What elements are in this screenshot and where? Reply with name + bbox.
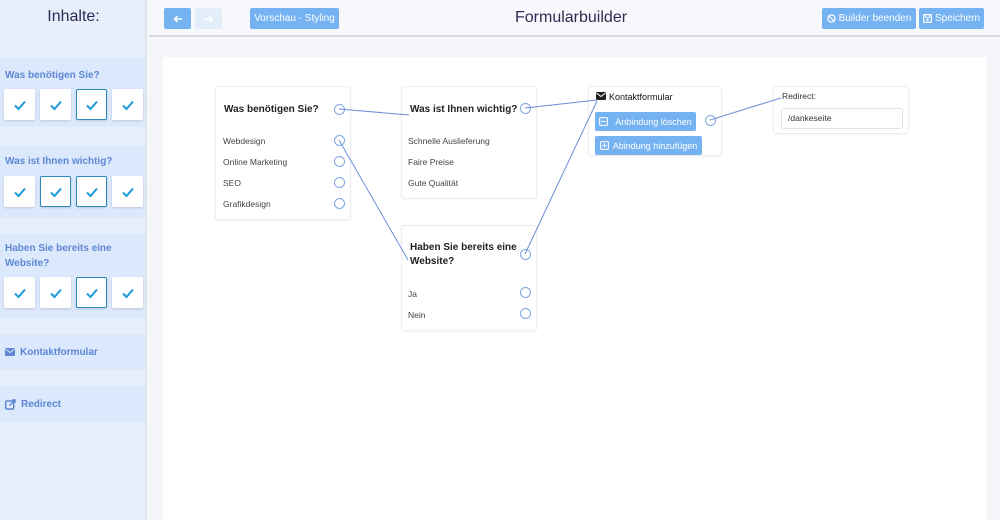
section-label: Haben Sie bereits eine Website?: [5, 243, 112, 269]
choice-checkbox-4[interactable]: [112, 89, 143, 120]
check-icon: [49, 187, 62, 197]
option-label: Gute Qualität: [408, 178, 459, 188]
sidebar-section-website[interactable]: Haben Sie bereits eine Website?: [0, 233, 145, 318]
choice-checkbox-2[interactable]: [40, 176, 71, 207]
sidebar: Inhalte: Was benötigen Sie? Was ist Ihne…: [0, 0, 147, 520]
ban-icon: [826, 14, 836, 23]
option-connector[interactable]: [334, 156, 345, 167]
choice-checkbox-2[interactable]: [40, 89, 71, 120]
exit-builder-button[interactable]: Builder beenden: [822, 8, 916, 29]
check-icon: [49, 288, 62, 298]
section-label: Was benötigen Sie?: [5, 70, 100, 81]
sidebar-item-label: Redirect: [21, 398, 62, 410]
option-connector[interactable]: [334, 198, 345, 209]
remove-binding-label: Anbindung löschen: [615, 116, 692, 127]
option-label: Webdesign: [223, 136, 266, 146]
option-connector[interactable]: [520, 308, 531, 319]
add-binding-button[interactable]: Abindung hinzufügen: [595, 136, 702, 155]
check-icon: [121, 100, 134, 110]
choice-group: [4, 277, 143, 308]
exit-builder-label: Builder beenden: [838, 13, 912, 24]
option-connector[interactable]: [520, 287, 531, 298]
contact-form-title: Kontaktformular: [609, 92, 673, 102]
sidebar-item-redirect[interactable]: Redirect: [0, 386, 145, 422]
output-connector[interactable]: [520, 249, 531, 260]
choice-checkbox-4[interactable]: [112, 176, 143, 207]
check-icon: [13, 100, 26, 110]
arrow-right-icon: [204, 14, 214, 23]
choice-checkbox-3[interactable]: [76, 176, 107, 207]
choice-checkbox-1[interactable]: [4, 277, 35, 308]
option-label: Ja: [408, 289, 417, 299]
option-label: Nein: [408, 310, 426, 320]
choice-checkbox-2[interactable]: [40, 277, 71, 308]
choice-group: [4, 89, 143, 120]
contact-form-card[interactable]: Kontaktformular Anbindung löschen Abindu…: [588, 86, 722, 156]
question-title: Was ist Ihnen wichtig?: [410, 104, 518, 115]
arrow-left-icon: [172, 14, 182, 23]
choice-checkbox-4[interactable]: [112, 277, 143, 308]
remove-binding-button[interactable]: Anbindung löschen: [595, 112, 696, 131]
redirect-label: Redirect:: [782, 91, 817, 101]
option-label: Schnelle Auslieferung: [408, 136, 490, 146]
option-connector[interactable]: [334, 135, 345, 146]
question-title-line1: Haben Sie bereits eine: [410, 242, 517, 253]
choice-checkbox-3[interactable]: [76, 89, 107, 120]
question-title: Was benötigen Sie?: [224, 104, 319, 115]
question-card-website[interactable]: Haben Sie bereits eine Website? Ja Nein: [401, 225, 537, 331]
output-connector[interactable]: [705, 115, 716, 126]
question-title-line2: Website?: [410, 256, 455, 267]
external-link-icon: [5, 398, 16, 410]
plus-square-icon: [599, 141, 609, 150]
envelope-icon: [596, 92, 606, 100]
check-icon: [13, 187, 26, 197]
question-card-was-benoetigen[interactable]: Was benötigen Sie? Webdesign Online Mark…: [215, 86, 351, 220]
preview-styling-button[interactable]: Vorschau - Styling: [250, 8, 339, 29]
back-button[interactable]: [164, 8, 191, 29]
sidebar-section-was-benoetigen[interactable]: Was benötigen Sie?: [0, 57, 145, 127]
choice-checkbox-3[interactable]: [76, 277, 107, 308]
check-icon: [85, 288, 98, 298]
toolbar: Vorschau - Styling Formularbuilder Build…: [149, 0, 1000, 37]
save-button[interactable]: Speichern: [919, 8, 984, 29]
question-card-was-ist-wichtig[interactable]: Was ist Ihnen wichtig? Schnelle Ausliefe…: [401, 86, 537, 199]
option-label: Online Marketing: [223, 157, 288, 167]
forward-button[interactable]: [195, 8, 222, 29]
minus-square-icon: [599, 117, 609, 126]
check-icon: [49, 100, 62, 110]
option-label: Grafikdesign: [223, 199, 271, 209]
add-binding-label: Abindung hinzufügen: [612, 140, 698, 151]
check-icon: [13, 288, 26, 298]
sidebar-item-label: Kontaktformular: [20, 346, 98, 358]
save-label: Speichern: [934, 13, 981, 24]
option-connector[interactable]: [334, 177, 345, 188]
section-label: Was ist Ihnen wichtig?: [5, 156, 113, 167]
save-icon: [923, 14, 932, 23]
choice-group: [4, 176, 143, 207]
output-connector[interactable]: [334, 104, 345, 115]
option-label: Faire Preise: [408, 157, 454, 167]
check-icon: [121, 187, 134, 197]
redirect-card[interactable]: Redirect: /dankeseite: [773, 86, 909, 134]
choice-checkbox-1[interactable]: [4, 176, 35, 207]
check-icon: [85, 100, 98, 110]
sidebar-item-kontaktformular[interactable]: Kontaktformular: [0, 334, 145, 370]
option-label: SEO: [223, 178, 241, 188]
output-connector[interactable]: [520, 103, 531, 114]
redirect-url-input[interactable]: /dankeseite: [781, 108, 903, 129]
envelope-icon: [5, 348, 15, 356]
check-icon: [85, 187, 98, 197]
page-title: Formularbuilder: [515, 9, 628, 26]
choice-checkbox-1[interactable]: [4, 89, 35, 120]
sidebar-title: Inhalte:: [47, 8, 100, 25]
check-icon: [121, 288, 134, 298]
sidebar-section-was-ist-wichtig[interactable]: Was ist Ihnen wichtig?: [0, 146, 145, 218]
